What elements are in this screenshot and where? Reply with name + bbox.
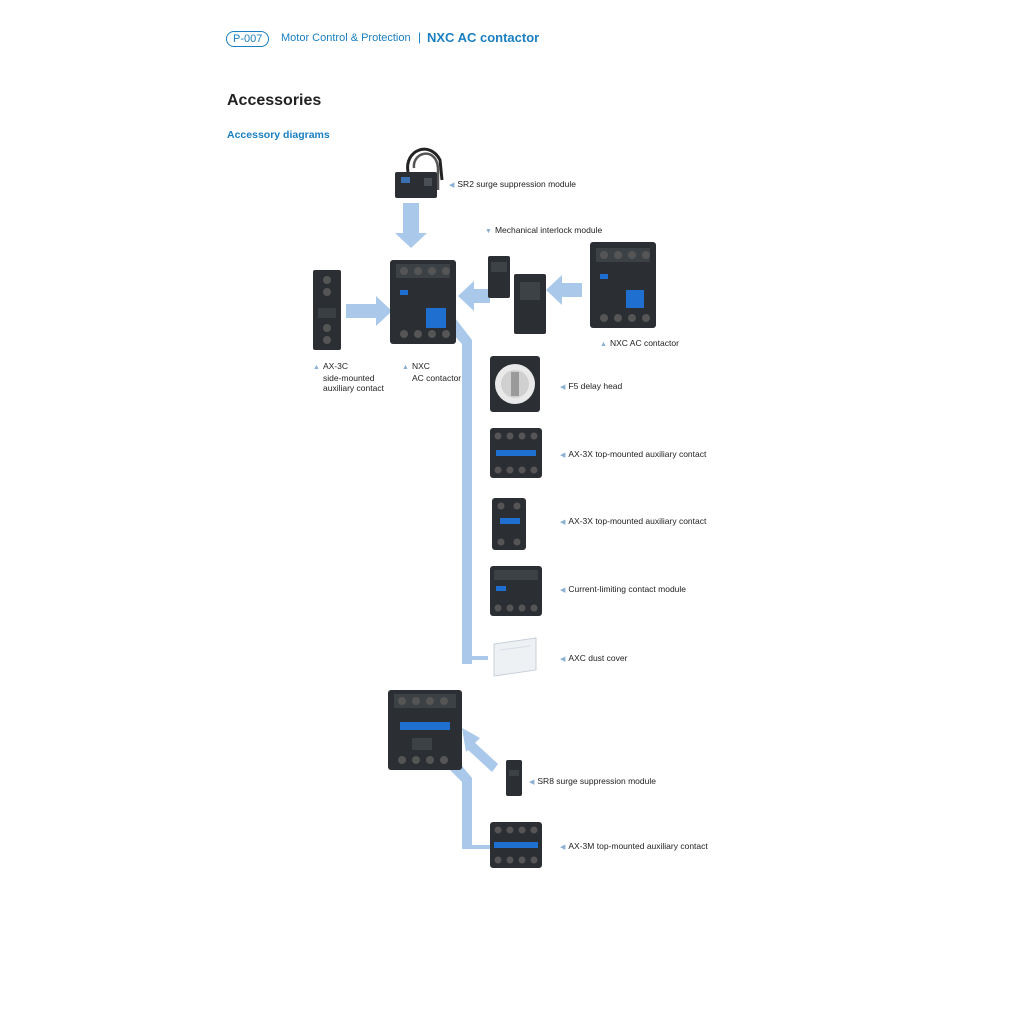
triangle-left-icon: ◀ — [529, 779, 535, 786]
triangle-up-icon: ▲ — [402, 364, 409, 371]
label-sr2: ◀SR2 surge suppression module — [449, 179, 576, 189]
label-axc: ◀AXC dust cover — [560, 653, 628, 663]
f5-delay-head-image — [490, 356, 540, 412]
connector-bar-bottom — [440, 754, 490, 849]
section-title: Motor Control & Protection — [281, 32, 411, 44]
label-ax3x-1: ◀AX-3X top-mounted auxiliary contact — [560, 449, 707, 459]
triangle-up-icon: ▲ — [313, 364, 320, 371]
triangle-left-icon: ◀ — [449, 182, 455, 189]
triangle-down-icon: ▼ — [485, 228, 492, 235]
label-ax3x-2: ◀AX-3X top-mounted auxiliary contact — [560, 516, 707, 526]
triangle-up-icon: ▲ — [600, 341, 607, 348]
label-sr8: ◀SR8 surge suppression module — [529, 776, 656, 786]
arrow-left-nxc — [546, 275, 582, 305]
nxc-center-image — [390, 260, 456, 344]
label-f5: ◀F5 delay head — [560, 381, 623, 391]
arrow-down-sr2 — [395, 203, 427, 248]
triangle-left-icon: ◀ — [560, 656, 566, 663]
current-limiting-image — [490, 566, 542, 616]
label-current-limiting: ◀Current-limiting contact module — [560, 584, 687, 594]
sr8-module-image — [506, 760, 522, 796]
header-separator: | — [418, 30, 422, 44]
ax3x-1-image — [490, 428, 542, 478]
triangle-left-icon: ◀ — [560, 452, 566, 459]
arrow-right-ax3c — [346, 296, 392, 326]
triangle-left-icon: ◀ — [560, 519, 566, 526]
section-subtitle: Accessory diagrams — [227, 129, 330, 141]
nxc-bottom-image — [388, 690, 462, 770]
label-ax3c: ▲AX-3C side-mounted auxiliary contact — [313, 361, 384, 393]
ax3x-2-image — [492, 498, 526, 550]
sr2-module-image — [395, 147, 444, 198]
label-interlock: ▼Mechanical interlock module — [485, 225, 603, 235]
interlock-image — [488, 256, 546, 334]
label-ax3m: ◀AX-3M top-mounted auxiliary contact — [560, 841, 708, 851]
page-title: Accessories — [227, 92, 322, 109]
nxc-right-image — [590, 242, 656, 328]
label-nxc-right: ▲NXC AC contactor — [600, 338, 679, 348]
label-nxc-center: ▲NXC AC contactor — [402, 361, 462, 383]
page-code-badge: P-007 — [226, 31, 270, 47]
connector-bar-main — [440, 314, 488, 664]
arrow-left-interlock — [458, 281, 490, 311]
ax3m-image — [490, 822, 542, 868]
ax3c-image — [313, 270, 341, 350]
triangle-left-icon: ◀ — [560, 844, 566, 851]
triangle-left-icon: ◀ — [560, 587, 566, 594]
arrow-sr8 — [462, 728, 498, 772]
product-title: NXC AC contactor — [427, 30, 540, 45]
axc-dust-cover-image — [493, 637, 537, 677]
triangle-left-icon: ◀ — [560, 384, 566, 391]
